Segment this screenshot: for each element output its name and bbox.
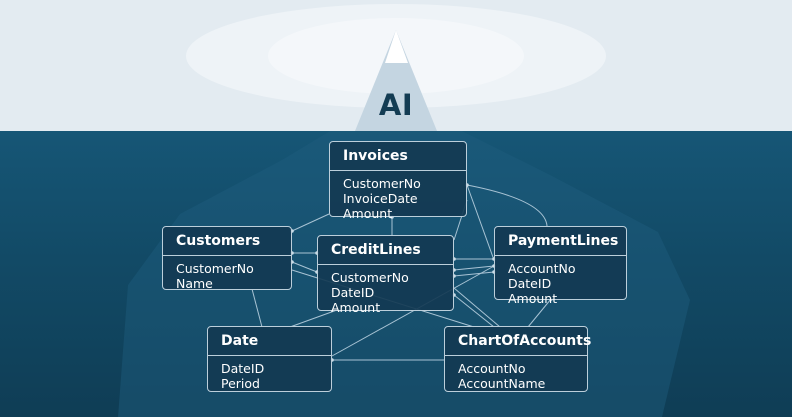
entity-invoices-field: Amount xyxy=(343,206,393,221)
entity-creditlines-title: CreditLines xyxy=(318,236,453,265)
entity-customers-title: Customers xyxy=(163,227,291,256)
entity-paymentlines[interactable]: PaymentLines AccountNo DateID Amount xyxy=(494,226,627,306)
iceberg-tip-shade xyxy=(355,30,437,131)
link-paymentlines-chartofaccounts xyxy=(527,298,552,328)
entity-creditlines-field: CustomerNo xyxy=(331,270,409,285)
entity-invoices-field: CustomerNo xyxy=(343,176,421,191)
link-creditlines-chartofaccounts-b xyxy=(453,287,501,328)
entity-chartofaccounts-field: AccountName xyxy=(458,376,546,391)
link-creditlines-chartofaccounts xyxy=(453,294,495,328)
entity-invoices[interactable]: Invoices CustomerNo InvoiceDate Amount xyxy=(329,141,467,221)
link-creditlines-paymentlines-b xyxy=(453,265,495,271)
link-paymentlines-date xyxy=(331,265,495,357)
entity-date-field: DateID xyxy=(221,361,265,376)
entity-paymentlines-field: DateID xyxy=(508,276,552,291)
link-customers-creditlines-b xyxy=(291,261,318,273)
link-creditlines-date xyxy=(289,309,338,328)
entity-creditlines-field: Amount xyxy=(331,300,381,315)
entity-date-title: Date xyxy=(208,327,331,356)
entity-customers[interactable]: Customers CustomerNo Name xyxy=(162,226,292,291)
entity-chartofaccounts-field: AccountNo xyxy=(458,361,526,376)
entity-date[interactable]: Date DateID Period xyxy=(207,326,332,392)
entity-chartofaccounts[interactable]: ChartOfAccounts AccountNo AccountName xyxy=(444,326,591,392)
iceberg-snow-cap xyxy=(385,30,408,63)
link-invoices-paymentlines-arc xyxy=(466,184,548,227)
entity-creditlines-field: DateID xyxy=(331,285,375,300)
entity-customers-field: CustomerNo xyxy=(176,261,254,276)
link-invoices-paymentlines xyxy=(466,184,495,261)
ai-title: AI xyxy=(378,88,414,122)
link-customers-date xyxy=(251,288,263,328)
entity-paymentlines-field: AccountNo xyxy=(508,261,576,276)
entity-paymentlines-title: PaymentLines xyxy=(495,227,626,256)
entity-chartofaccounts-title: ChartOfAccounts xyxy=(445,327,591,356)
entity-date-field: Period xyxy=(221,376,260,391)
entity-creditlines[interactable]: CreditLines CustomerNo DateID Amount xyxy=(317,235,454,315)
entity-invoices-title: Invoices xyxy=(330,142,466,171)
entity-paymentlines-field: Amount xyxy=(508,291,558,306)
link-creditlines-paymentlines-c xyxy=(453,271,495,277)
entity-invoices-field: InvoiceDate xyxy=(343,191,418,206)
entity-customers-field: Name xyxy=(176,276,213,291)
link-customers-invoices xyxy=(291,213,330,232)
